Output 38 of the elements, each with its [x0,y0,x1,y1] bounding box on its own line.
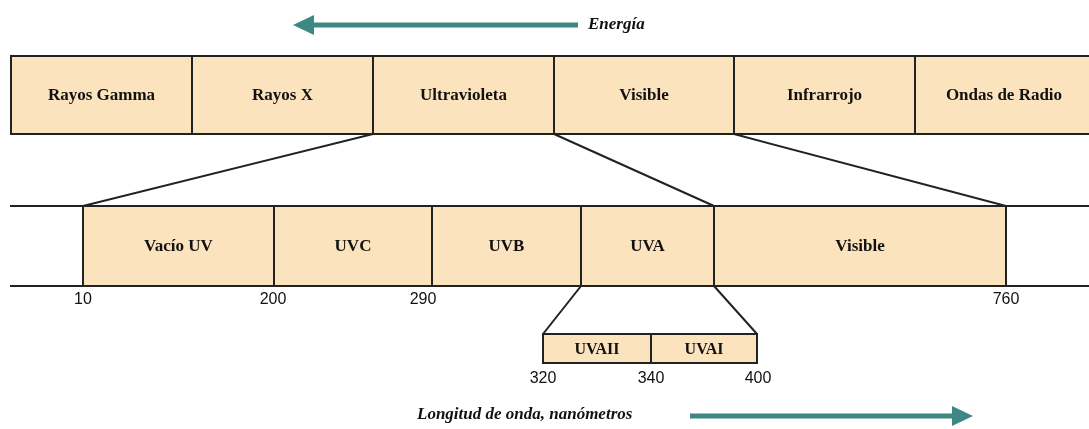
axis-title: Energía [588,14,645,34]
tick-label: 10 [74,290,92,308]
band-label: Rayos Gamma [47,85,156,105]
band-label: UVB [488,236,525,256]
spectrum-band [650,333,758,364]
band-label: Vacío UV [144,236,213,256]
band-label: UVC [334,236,372,256]
zoom-line [542,285,582,335]
band-label: Rayos X [252,85,313,105]
spectrum-band [273,205,433,287]
spectrum-band [372,55,555,135]
spectrum-band [914,55,1089,135]
tick-label: 400 [744,369,772,387]
spectrum-band [191,55,374,135]
spectrum-band [553,55,735,135]
band-label: UVAII [574,339,620,358]
tick-label: 340 [637,369,665,387]
tick-label: 320 [529,369,557,387]
spectrum-band [542,333,652,364]
spectrum-band [713,205,1007,287]
band-label: UVAI [684,339,724,358]
zoom-line [553,133,715,207]
tick-label: 760 [992,290,1020,308]
axis-title: Longitud de onda, nanómetros [417,404,633,424]
band-label: Ultravioleta [420,85,507,105]
spectrum-band [82,205,275,287]
band-label: Infrarrojo [786,85,863,105]
spectrum-band [431,205,582,287]
spectrum-band [10,55,193,135]
tick-label: 290 [409,290,437,308]
band-label: Visible [835,236,885,256]
tick-label: 200 [259,290,287,308]
band-label: Visible [619,85,669,105]
spectrum-band [733,55,916,135]
zoom-line [713,285,758,335]
band-label: Ondas de Radio [945,85,1063,105]
band-label: UVA [630,236,665,256]
spectrum-band [580,205,715,287]
